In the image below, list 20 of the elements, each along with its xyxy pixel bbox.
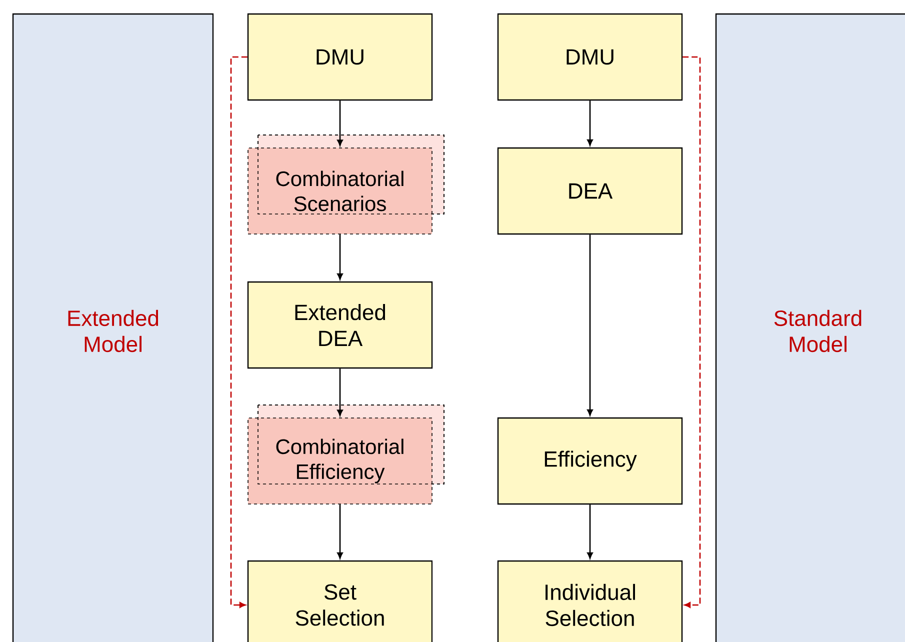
- process-box: Efficiency: [497, 417, 683, 505]
- process-box: DEA: [497, 147, 683, 235]
- arrow: [587, 100, 593, 146]
- model-panel: Extended Model: [12, 13, 214, 642]
- arrow: [230, 56, 248, 608]
- process-box: Set Selection: [247, 560, 433, 642]
- model-panel: Standard Model: [715, 13, 905, 642]
- arrow: [337, 234, 343, 280]
- arrow: [587, 234, 593, 416]
- process-box: Individual Selection: [497, 560, 683, 642]
- arrow: [337, 504, 343, 559]
- arrow: [337, 368, 343, 416]
- process-box: DMU: [497, 13, 683, 101]
- arrow: [337, 100, 343, 146]
- arrow: [587, 504, 593, 559]
- process-box: DMU: [247, 13, 433, 101]
- stacked-dashed-box: Combinatorial Efficiency: [248, 404, 444, 504]
- process-box: Extended DEA: [247, 281, 433, 369]
- arrow: [682, 56, 701, 608]
- stacked-dashed-box: Combinatorial Scenarios: [248, 134, 444, 234]
